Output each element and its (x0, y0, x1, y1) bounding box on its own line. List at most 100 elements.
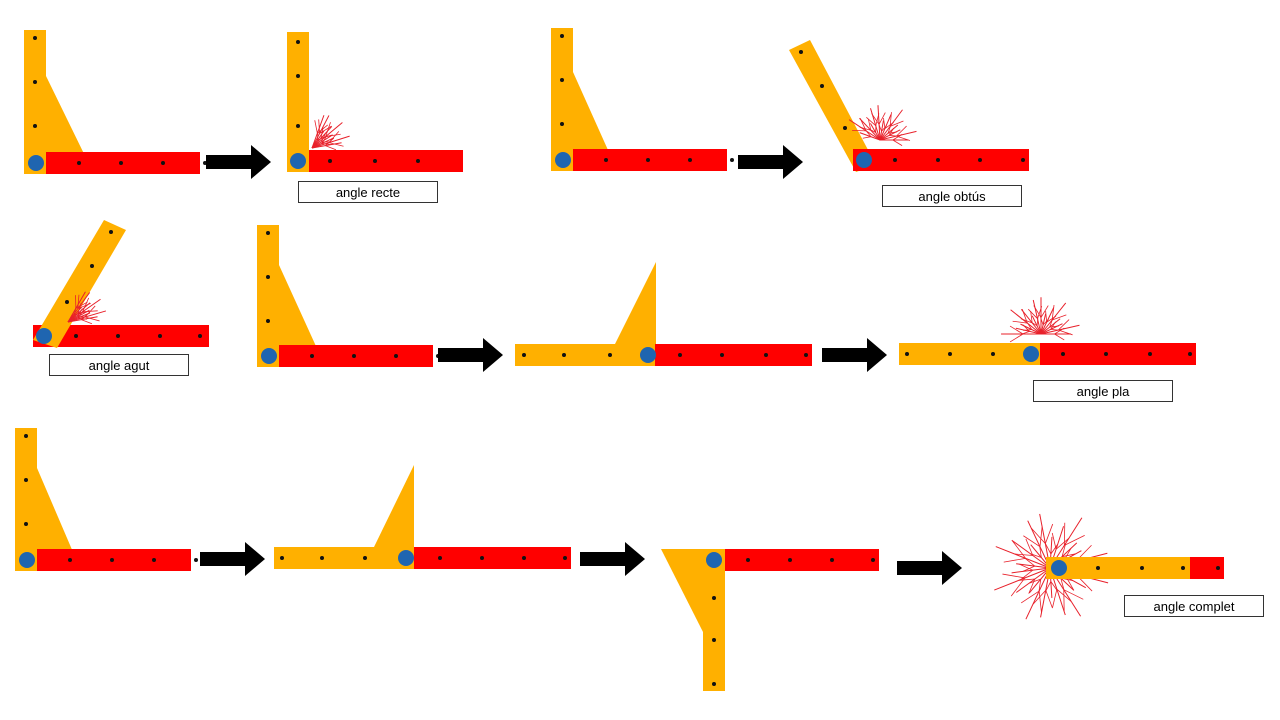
pivot-icon (640, 347, 656, 363)
arrow-right-icon (738, 145, 803, 179)
hole-dot (1096, 566, 1100, 570)
fixed-arm (414, 547, 571, 569)
hole-dot (830, 558, 834, 562)
hole-dot (522, 353, 526, 357)
hole-dot (296, 74, 300, 78)
hole-dot (1104, 352, 1108, 356)
hole-dot (33, 124, 37, 128)
moving-arm (789, 40, 876, 172)
hole-dot (328, 159, 332, 163)
hole-dot (77, 161, 81, 165)
moving-arm (257, 225, 279, 367)
hole-dot (266, 275, 270, 279)
moving-arm (287, 32, 309, 172)
pivot-icon (856, 152, 872, 168)
hole-dot (1021, 158, 1025, 162)
hole-dot (119, 161, 123, 165)
moving-arm (15, 428, 37, 571)
pivot-icon (290, 153, 306, 169)
label-angle-agut: angle agut (49, 354, 189, 376)
arrow-right-icon (438, 338, 503, 372)
hole-dot (68, 558, 72, 562)
pivot-icon (706, 552, 722, 568)
pivot-icon (19, 552, 35, 568)
arrow-right-icon (822, 338, 887, 372)
hole-dot (1061, 352, 1065, 356)
hole-dot (310, 354, 314, 358)
hole-dot (712, 682, 716, 686)
fixed-arm (33, 325, 209, 347)
hole-dot (158, 334, 162, 338)
hole-dot (688, 158, 692, 162)
hole-dot (438, 556, 442, 560)
hole-dot (1181, 566, 1185, 570)
pivot-icon (398, 550, 414, 566)
hole-dot (352, 354, 356, 358)
hole-dot (1216, 566, 1220, 570)
hole-dot (820, 84, 824, 88)
pivot-icon (36, 328, 52, 344)
hole-dot (788, 558, 792, 562)
hole-dot (24, 478, 28, 482)
hole-dot (893, 158, 897, 162)
hole-dot (194, 558, 198, 562)
hole-dot (720, 353, 724, 357)
triangle-ruler (279, 265, 320, 355)
arrow-right-icon (200, 542, 265, 576)
moving-arm (551, 28, 573, 171)
hole-dot (843, 126, 847, 130)
hole-dot (948, 352, 952, 356)
hole-dot (266, 319, 270, 323)
fixed-arm (309, 150, 463, 172)
triangle-ruler (37, 468, 76, 559)
hole-dot (562, 353, 566, 357)
hole-dot (90, 264, 94, 268)
hole-dot (152, 558, 156, 562)
hole-dot (646, 158, 650, 162)
hole-dot (373, 159, 377, 163)
moving-arm (515, 344, 655, 366)
hole-dot (991, 352, 995, 356)
hole-dot (296, 40, 300, 44)
moving-arm (899, 343, 1040, 365)
hole-dot (363, 556, 367, 560)
pivot-icon (1023, 346, 1039, 362)
hole-dot (563, 556, 567, 560)
hole-dot (416, 159, 420, 163)
hole-dot (746, 558, 750, 562)
fixed-arm (853, 149, 1029, 171)
moving-arm (1046, 557, 1190, 579)
hole-dot (1148, 352, 1152, 356)
hole-dot (116, 334, 120, 338)
angle-mark-icon (848, 105, 917, 146)
hole-dot (905, 352, 909, 356)
hole-dot (730, 158, 734, 162)
fixed-arm (655, 344, 812, 366)
angle-mark-icon (67, 291, 107, 325)
hole-dot (712, 638, 716, 642)
fixed-arm (1190, 557, 1224, 579)
hole-dot (804, 353, 808, 357)
label-angle-complet: angle complet (1124, 595, 1264, 617)
hole-dot (280, 556, 284, 560)
triangle-ruler (661, 549, 703, 632)
triangle-ruler (374, 465, 414, 547)
hole-dot (74, 334, 78, 338)
triangle-ruler (46, 76, 88, 162)
hole-dot (161, 161, 165, 165)
hole-dot (608, 353, 612, 357)
fixed-arm (1040, 343, 1196, 365)
hole-dot (936, 158, 940, 162)
angle-mark-icon (311, 115, 350, 151)
pivot-icon (1051, 560, 1067, 576)
hole-dot (296, 124, 300, 128)
hole-dot (764, 353, 768, 357)
label-angle-obtus: angle obtús (882, 185, 1022, 207)
arrow-right-icon (206, 145, 271, 179)
pivot-icon (28, 155, 44, 171)
triangle-ruler (615, 262, 656, 344)
hole-dot (799, 50, 803, 54)
hole-dot (110, 558, 114, 562)
arrow-right-icon (580, 542, 645, 576)
